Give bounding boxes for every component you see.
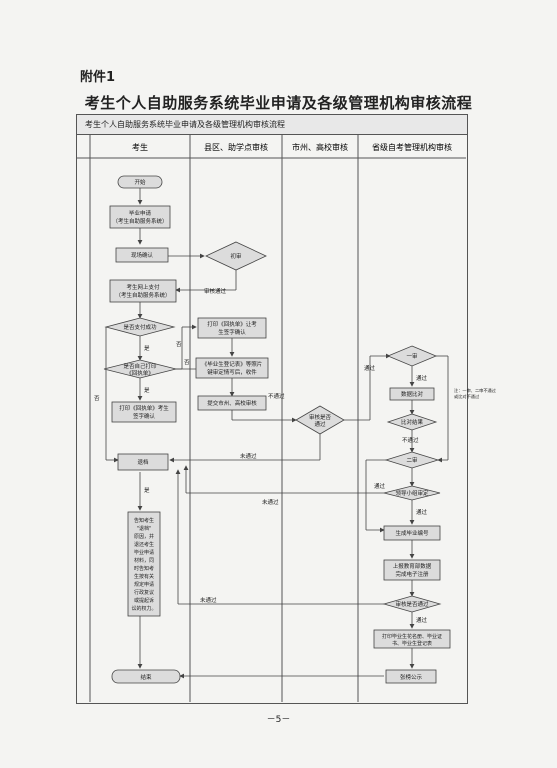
node-register: 《毕业生登记表》等照片 键审定情写后，收件 — [195, 357, 269, 379]
node-county-print: 打印《回执单》让考 生签字确认 — [197, 317, 267, 339]
node-printed: 是否自己打印 《回执单》 — [103, 359, 177, 379]
node-gen-no: 生成毕业编号 — [383, 525, 441, 541]
node-paid: 是否支付成功 — [104, 317, 176, 337]
node-compare-result: 比对结果 — [386, 413, 438, 431]
label-no-2: 否 — [94, 395, 100, 402]
svg-text:书、毕业生登记表: 书、毕业生登记表 — [392, 640, 432, 647]
node-return: 退档 — [117, 453, 169, 471]
node-apply: 毕业申请 （考生自助服务系统） — [109, 205, 171, 229]
label-fail-1: 不通过 — [268, 392, 285, 400]
lane-province: 省级自考管理机构审核 — [372, 142, 452, 152]
label-pass-1: 通过 — [364, 364, 376, 372]
svg-text:时告知考: 时告知考 — [134, 565, 154, 572]
label-pass-2: 通过 — [416, 374, 428, 382]
label-hint-2: 或比对不通过 — [454, 393, 480, 400]
svg-text:二审: 二审 — [406, 456, 418, 464]
label-yes-1: 是 — [144, 345, 150, 352]
svg-text:完成电子注册: 完成电子注册 — [395, 570, 429, 578]
label-not-pass-1: 未通过 — [240, 452, 257, 460]
label-pass-audit: 审核通过 — [204, 287, 227, 295]
svg-text:生成毕业编号: 生成毕业编号 — [395, 529, 429, 537]
svg-text:讼的权力。: 讼的权力。 — [131, 605, 156, 612]
svg-text:键审定情写后，收件: 键审定情写后，收件 — [207, 368, 257, 376]
svg-text:比对结果: 比对结果 — [401, 418, 424, 426]
node-start: 开始 — [117, 175, 163, 189]
node-city-pass: 审核是否 通过 — [295, 405, 345, 435]
svg-text:打印《回执单》让考: 打印《回执单》让考 — [207, 320, 257, 328]
svg-text:通过: 通过 — [314, 420, 326, 428]
attachment-label: 附件1 — [80, 70, 116, 85]
node-upload-edu: 上报教育部数据 完成电子注册 — [383, 559, 441, 581]
svg-text:签字确认: 签字确认 — [133, 412, 156, 420]
page-number: －5－ — [266, 715, 291, 725]
node-onsite: 现场确认 — [115, 247, 169, 263]
svg-text:生按有关: 生按有关 — [134, 573, 154, 580]
flowchart-title: 考生个人自助服务系统毕业申请及各级管理机构审核流程 — [77, 115, 467, 135]
svg-text:《回执单》: 《回执单》 — [126, 369, 154, 377]
svg-text:现场确认: 现场确认 — [131, 251, 154, 259]
svg-text:规定申请: 规定申请 — [134, 581, 154, 588]
label-fail-2: 不通过 — [402, 436, 419, 444]
svg-text:数据比对: 数据比对 — [401, 390, 424, 398]
svg-text:审核是否通过: 审核是否通过 — [395, 600, 429, 608]
svg-text:毕业申请: 毕业申请 — [129, 209, 152, 217]
svg-text:（考生自助服务系统）: （考生自助服务系统） — [112, 217, 167, 225]
lane-headers: 考生 县区、助学点审核 市州、高校审核 省级自考管理机构审核 — [76, 134, 466, 702]
label-pass-3: 通过 — [374, 482, 386, 490]
svg-text:提交市州、高校审核: 提交市州、高校审核 — [207, 399, 257, 407]
svg-text:原因，并: 原因，并 — [134, 533, 154, 540]
svg-text:打印《回执单》考生: 打印《回执单》考生 — [119, 404, 169, 412]
svg-text:打印毕业生花名册、毕业证: 打印毕业生花名册、毕业证 — [382, 633, 442, 640]
lane-student: 考生 — [132, 142, 148, 152]
svg-text:或提起诉: 或提起诉 — [134, 597, 154, 604]
svg-text:《毕业生登记表》等照片: 《毕业生登记表》等照片 — [202, 360, 263, 368]
svg-text:初审: 初审 — [230, 252, 242, 260]
svg-text:毕业申请: 毕业申请 — [134, 549, 154, 556]
svg-text:（考生自助服务系统）: （考生自助服务系统） — [115, 291, 170, 299]
lane-city: 市州、高校审核 — [292, 142, 348, 152]
svg-text:张榜公示: 张榜公示 — [400, 673, 423, 681]
svg-text:领导小组审定: 领导小组审定 — [395, 489, 429, 497]
node-final: 审核是否通过 — [382, 595, 442, 613]
label-no-3: 否 — [184, 359, 190, 366]
node-submit: 提交市州、高校审核 — [197, 395, 267, 411]
svg-text:结束: 结束 — [140, 673, 152, 681]
svg-text:告知考生: 告知考生 — [134, 517, 154, 524]
page-title: 考生个人自助服务系统毕业申请及各级管理机构审核流程 — [84, 94, 473, 112]
label-not-pass-2: 未通过 — [262, 498, 279, 506]
svg-text:是否自己打印: 是否自己打印 — [123, 362, 157, 370]
node-audit1: 一审 — [386, 345, 438, 367]
node-print-sign: 打印《回执单》考生 签字确认 — [111, 401, 177, 423]
node-notice: 告知考生 "退档" 原因，并 退还考生 毕业申请 材料，同 时告知考 生按有关 … — [127, 511, 161, 617]
node-announce: 张榜公示 — [385, 669, 437, 684]
label-yes-2: 是 — [144, 387, 150, 394]
svg-text:退还考生: 退还考生 — [134, 541, 154, 548]
svg-text:上报教育部数据: 上报教育部数据 — [393, 562, 432, 570]
svg-text:考生网上支付: 考生网上支付 — [126, 283, 160, 291]
node-upload: 考生网上支付 （考生自助服务系统） — [109, 279, 177, 303]
node-end: 结束 — [111, 669, 181, 684]
svg-text:一审: 一审 — [406, 352, 418, 360]
label-hint-1: 注：一审、二审不通过 — [454, 387, 497, 394]
svg-text:审核是否: 审核是否 — [309, 413, 332, 421]
lane-county: 县区、助学点审核 — [204, 142, 268, 152]
node-group: 领导小组审定 — [383, 485, 441, 501]
svg-text:生签字确认: 生签字确认 — [218, 328, 246, 336]
label-not-pass-3: 未通过 — [200, 596, 217, 604]
svg-text:退档: 退档 — [137, 458, 149, 466]
label-no-1: 否 — [176, 341, 182, 348]
label-pass-5: 通过 — [416, 616, 428, 624]
node-print-cert: 打印毕业生花名册、毕业证 书、毕业生登记表 — [373, 629, 451, 649]
node-prelim: 初审 — [205, 241, 267, 271]
svg-text:开始: 开始 — [134, 178, 146, 186]
node-audit2: 二审 — [384, 451, 440, 469]
svg-text:是否支付成功: 是否支付成功 — [123, 323, 157, 331]
label-yes-3: 是 — [144, 487, 150, 494]
svg-text:材料，同: 材料，同 — [134, 557, 154, 564]
svg-text:"退档": "退档" — [137, 525, 152, 532]
svg-text:行政复议: 行政复议 — [134, 589, 154, 596]
label-pass-4: 通过 — [416, 508, 428, 516]
node-data-compare: 数据比对 — [389, 387, 435, 401]
